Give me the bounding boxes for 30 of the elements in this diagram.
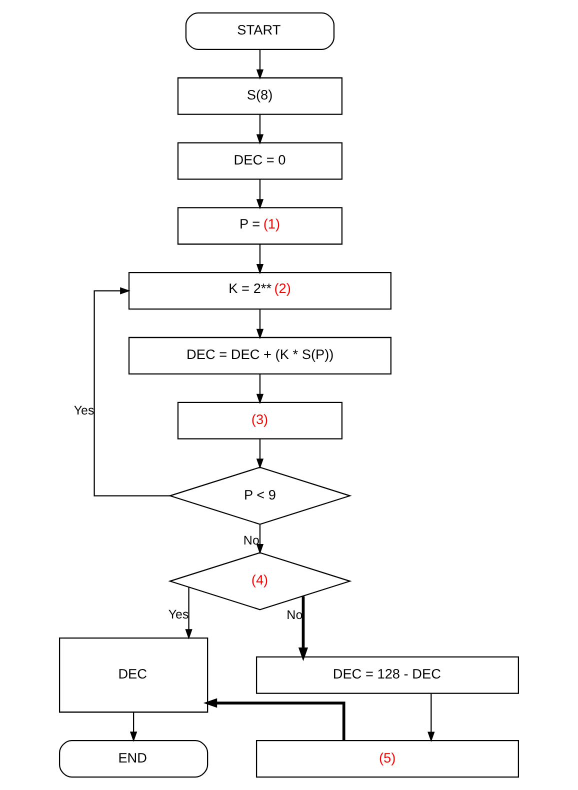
node-box: DEC bbox=[58, 638, 208, 713]
node-diamond: (4) bbox=[168, 552, 352, 610]
node-box: START bbox=[185, 12, 335, 50]
arrow bbox=[256, 374, 264, 404]
edge-label: No bbox=[286, 608, 303, 622]
node-box: (3) bbox=[177, 402, 343, 440]
edge-label: No bbox=[243, 534, 260, 548]
node-box: DEC = 128 - DEC bbox=[256, 656, 520, 694]
arrow bbox=[130, 712, 138, 742]
node-box: DEC = DEC + (K * S(P)) bbox=[128, 336, 392, 374]
arrow bbox=[203, 698, 346, 741]
node-box: S(8) bbox=[177, 77, 343, 115]
arrow bbox=[428, 694, 435, 742]
node-box: END bbox=[58, 740, 208, 778]
arrow bbox=[298, 596, 308, 662]
edge-label: Yes bbox=[168, 608, 189, 622]
arrow bbox=[256, 439, 264, 469]
arrow bbox=[256, 309, 264, 340]
node-box: (5) bbox=[256, 740, 520, 778]
arrow bbox=[256, 244, 264, 274]
node-box: K = 2** (2) bbox=[128, 272, 392, 310]
node-box: P = (1) bbox=[177, 207, 343, 245]
node-diamond: P < 9 bbox=[168, 466, 352, 525]
arrow bbox=[256, 179, 264, 210]
arrow bbox=[185, 587, 192, 640]
arrow bbox=[256, 114, 264, 144]
node-box: DEC = 0 bbox=[177, 142, 343, 180]
arrow bbox=[256, 524, 264, 554]
arrow bbox=[94, 287, 170, 496]
arrow bbox=[256, 50, 264, 80]
